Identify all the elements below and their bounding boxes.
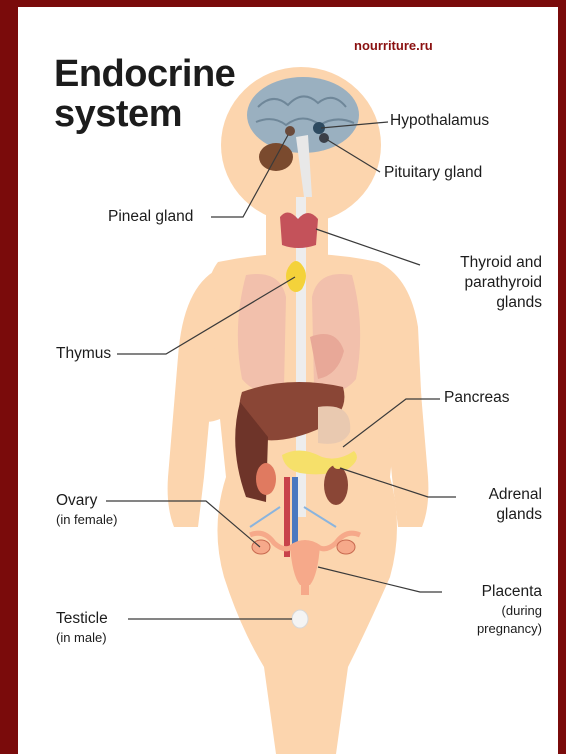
watermark: nourriture.ru — [354, 38, 433, 53]
diagram-frame: Endocrine system nourriture.ru Hypothala… — [18, 7, 558, 754]
label-placenta: Placenta (during pregnancy) — [477, 582, 542, 638]
title-line-1: Endocrine — [54, 54, 235, 94]
label-testicle-note: (in male) — [56, 629, 108, 647]
label-pituitary-gland: Pituitary gland — [384, 163, 482, 183]
label-testicle: Testicle (in male) — [56, 609, 108, 647]
label-adrenal-glands: Adrenal glands — [489, 485, 542, 525]
label-pancreas: Pancreas — [444, 388, 509, 408]
label-thyroid: Thyroid and parathyroid glands — [460, 253, 542, 313]
adrenal-gland — [333, 461, 343, 469]
label-adrenal-line-2: glands — [489, 505, 542, 525]
label-thymus: Thymus — [56, 344, 111, 364]
left-kidney — [256, 463, 276, 495]
left-arm — [168, 269, 218, 527]
label-adrenal-line-1: Adrenal — [489, 485, 542, 505]
right-ovary — [337, 540, 355, 554]
label-ovary-title: Ovary — [56, 491, 117, 511]
label-testicle-title: Testicle — [56, 609, 108, 629]
label-ovary-note: (in female) — [56, 511, 117, 529]
label-hypothalamus: Hypothalamus — [390, 111, 489, 131]
diagram-title: Endocrine system — [54, 54, 235, 134]
title-line-2: system — [54, 94, 235, 134]
pituitary-gland-shape — [319, 133, 329, 143]
label-placenta-note-1: (during — [477, 602, 542, 620]
label-thyroid-line-1: Thyroid and — [460, 253, 542, 273]
aorta — [284, 477, 290, 557]
testicle-shape — [292, 610, 308, 628]
cervix — [301, 585, 309, 595]
label-placenta-note-2: pregnancy) — [477, 620, 542, 638]
right-kidney — [324, 465, 348, 505]
label-pineal-gland: Pineal gland — [108, 207, 193, 227]
left-lung — [238, 274, 286, 392]
label-thyroid-line-2: parathyroid — [460, 273, 542, 293]
pineal-gland-shape — [285, 126, 295, 136]
label-placenta-title: Placenta — [477, 582, 542, 602]
label-ovary: Ovary (in female) — [56, 491, 117, 529]
label-thyroid-line-3: glands — [460, 293, 542, 313]
